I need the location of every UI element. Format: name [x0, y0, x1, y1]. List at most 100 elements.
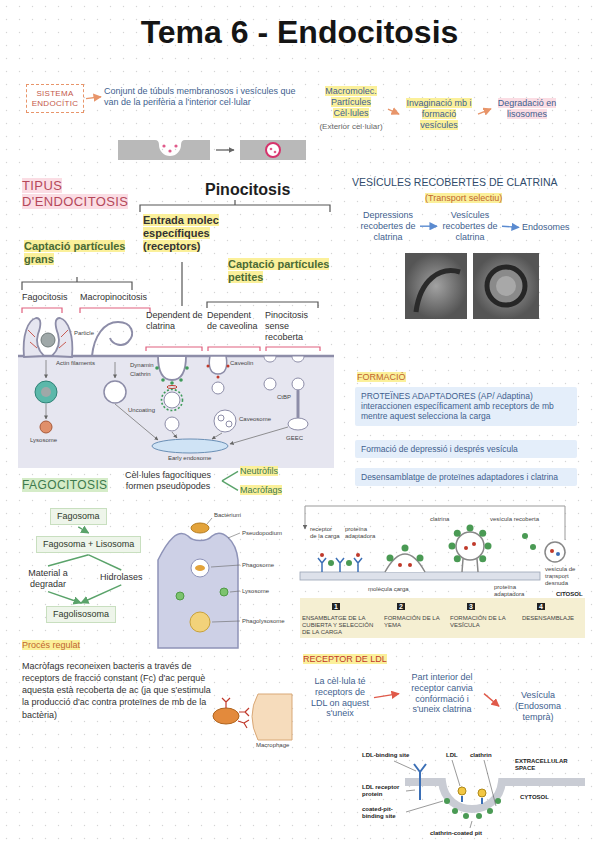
ldl-receptor-figure — [452, 808, 458, 814]
label-wrap: RECEPTOR DE LDL — [303, 654, 387, 665]
endocytosis-types-figure — [212, 382, 224, 394]
text-block: Macromolec. Partícules Cèl·lules — [316, 86, 386, 118]
label-wrap: Dynamin — [130, 362, 154, 369]
membrane-sketch — [162, 144, 165, 147]
node-text: (Exterior cel·lular) — [319, 122, 382, 131]
label-wrap: FORMACIÓN DE LA VESÍCULA — [450, 615, 514, 629]
callout-number: 1 — [332, 603, 340, 610]
process-step: Depressions recobertes de clatrina — [358, 210, 418, 242]
membrane-sketch — [240, 140, 306, 160]
text-label: Clathrin — [130, 371, 151, 377]
process-step: Endosomes — [522, 222, 570, 233]
clathrin-stages-figure — [456, 532, 484, 560]
clathrin-stages-figure — [300, 506, 585, 638]
membrane-sketch — [174, 144, 177, 147]
text-block: Formació de depressió i després vesícula — [361, 444, 571, 454]
text-label: clathrin — [470, 752, 492, 758]
ldl-receptor-figure — [405, 782, 585, 809]
connector-arrow — [78, 527, 88, 533]
text-label: Phagolysosome — [242, 618, 285, 624]
clathrin-stages-figure — [385, 554, 425, 572]
bracket — [266, 347, 320, 351]
text-label: Captació partícules grans — [24, 240, 125, 265]
clathrin-stages-figure — [346, 560, 352, 566]
process-box: Fagosoma — [50, 508, 107, 525]
membrane-sketch — [266, 143, 280, 157]
process-step: Part interior del receptor canvia confor… — [402, 672, 482, 715]
text-block: La cèl·lula té receptors de LDL on aques… — [308, 676, 372, 719]
text-label: FAGOCITOSIS — [22, 478, 108, 492]
node-text: Invaginació mb i formació vesícules — [406, 98, 471, 130]
clathrin-stages-figure — [462, 559, 478, 572]
label-wrap: (Transport selectiu) — [425, 193, 502, 204]
text-label: Macrophage — [256, 742, 289, 748]
process-box: Fagolisosoma — [46, 606, 116, 623]
label-wrap: Pinocitosis sense recoberta — [265, 310, 321, 342]
endocytosis-types-figure — [218, 415, 224, 421]
text-label: vesícula recoberta — [490, 516, 539, 522]
clathrin-stages-figure — [387, 555, 394, 562]
node-text: Depressions recobertes de clatrina — [360, 210, 415, 242]
endocytosis-types-figure — [170, 381, 174, 385]
label-wrap: Caveosome — [239, 416, 271, 423]
micrograph — [496, 276, 516, 296]
clathrin-stages-figure — [402, 545, 409, 552]
antibody-figure — [213, 708, 239, 724]
text-block: Desensamblatge de proteïnes adaptadores … — [361, 472, 571, 482]
text-label: Pseudopodium — [242, 530, 282, 536]
label-wrap: FAGOCITOSIS — [22, 478, 108, 492]
label-wrap: VESÍCULES RECOBERTES DE CLATRINA — [352, 176, 594, 189]
text-block: Fagosoma — [57, 511, 100, 522]
connector-arrow — [388, 109, 399, 114]
clathrin-stages-figure — [485, 543, 492, 550]
ldl-receptor-figure — [394, 760, 496, 828]
text-label: Procés regulat — [22, 640, 80, 650]
bracket — [208, 347, 260, 351]
text-label: LDL — [446, 752, 458, 758]
endocytosis-types-figure — [155, 366, 159, 370]
bracket — [181, 262, 182, 306]
text-block: Degradació en lisosomes — [494, 98, 560, 120]
text-block: Cèl·lules fagocítiques formen pseudòpode… — [116, 470, 220, 492]
endocytosis-types-figure — [212, 433, 222, 439]
ldl-receptor-figure — [414, 764, 426, 800]
endocytosis-types-figure — [207, 365, 210, 368]
cell-type: Neutròfils — [240, 466, 278, 477]
endocytosis-types-figure — [165, 417, 179, 431]
text-label: Macropinocitosis — [80, 292, 147, 302]
connector-arrow — [484, 694, 499, 707]
clathrin-stages-figure — [479, 555, 486, 562]
bracket — [22, 200, 330, 308]
label-wrap: coated-pit-binding site — [362, 806, 404, 820]
node-text: SISTEMA ENDOCÍTIC — [32, 89, 79, 108]
antibody-figure — [213, 694, 292, 740]
label-wrap: Entrada molec específiques (receptors) — [143, 214, 233, 254]
clathrin-stages-figure — [417, 555, 424, 562]
label-wrap: receptor de la carga — [310, 526, 340, 540]
label-wrap: proteïna adaptadora — [345, 526, 381, 540]
node-text: Hidrolases — [100, 572, 143, 582]
connector-arrow — [420, 225, 437, 226]
text-block: Vesícules recobertes de clatrina — [440, 210, 500, 242]
label-wrap: 3 — [465, 603, 477, 611]
endocytosis-types-figure — [158, 356, 186, 380]
bracket — [22, 277, 132, 290]
endocytosis-types-figure — [35, 381, 57, 403]
clathrin-stages-figure — [556, 552, 560, 556]
node-text: La cèl·lula té receptors de LDL on aques… — [311, 676, 369, 718]
connector-arrow — [374, 694, 399, 698]
node-text: Vesícules recobertes de clatrina — [442, 210, 497, 242]
clathrin-stages-figure — [522, 533, 528, 539]
process-box: Fagosoma + Lisosoma — [36, 536, 141, 553]
info-box: Desensamblatge de proteïnes adaptadores … — [355, 468, 577, 486]
clathrin-stages-figure — [449, 543, 456, 550]
text-label: FORMACIÓ — [357, 372, 406, 382]
endocytosis-types-figure — [41, 387, 51, 397]
endocytosis-types-figure — [264, 356, 276, 362]
label-wrap: FORMACIÓ — [357, 372, 406, 383]
label-wrap: 1 — [330, 603, 342, 611]
endocytosis-types-figure — [230, 427, 288, 444]
ldl-receptor-figure — [394, 760, 585, 828]
clathrin-stages-figure — [408, 563, 412, 567]
process-step: La cèl·lula té receptors de LDL on aques… — [308, 676, 372, 719]
